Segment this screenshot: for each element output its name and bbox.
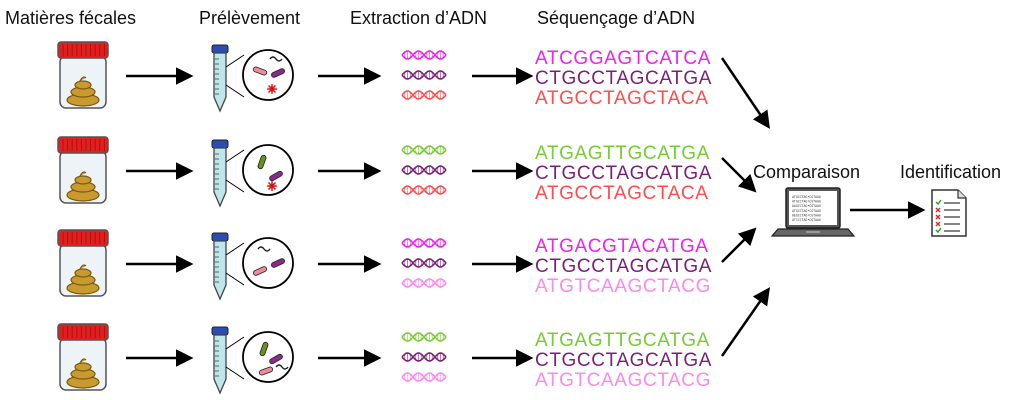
dna-helix-icon (401, 185, 447, 195)
dna-helix-icon (401, 238, 447, 248)
dna-sequence-text: CTGCCTAGCATGA (535, 350, 712, 371)
screen-sequence-line: ATGCCTAG•CGTAAG (792, 195, 821, 199)
dna-helix-icon (401, 50, 447, 60)
magnified-microbes-circle (242, 49, 294, 101)
header-sequencing: Séquençage d’ADN (537, 8, 695, 28)
identification-label: Identification (900, 162, 1001, 182)
magnified-microbes-circle (242, 237, 294, 289)
dna-sequence-text: ATGAGTTGCATGA (535, 143, 710, 164)
comparison-label: Comparaison (753, 162, 860, 182)
header-extraction: Extraction d’ADN (350, 8, 487, 28)
dna-sequence-text: ATGTCAAGCTACG (535, 370, 711, 391)
sampling-tube-icon (211, 44, 294, 113)
arrow-row1-to-comparison (720, 57, 770, 129)
dna-helix-icon (401, 352, 447, 362)
dna-helix-icon (401, 258, 447, 268)
dna-sequence-text: ATGAGTTGCATGA (535, 330, 710, 351)
dna-helix-icon (401, 165, 447, 175)
stool-jar-icon (57, 323, 109, 391)
sampling-tube-icon (211, 326, 294, 395)
stool-jar-icon (57, 136, 109, 204)
dna-sequence-text: CTGCCTAGCATGA (535, 68, 712, 89)
sampling-tube-icon (211, 139, 294, 208)
arrow-row2-to-comparison (721, 157, 757, 193)
stool-jar-icon (57, 229, 109, 297)
screen-sequence-line: ATGCCTAG•CGTAAG (792, 209, 821, 213)
dna-sequence-text: ATGACGTACATGA (535, 236, 709, 257)
dna-helix-icon (401, 70, 447, 80)
screen-sequence-line: AEGCCTAG•CGTAAG (792, 213, 821, 217)
header-sampling: Prélèvement (199, 8, 300, 28)
header-feces: Matières fécales (5, 8, 136, 28)
magnified-microbes-circle (242, 144, 294, 196)
screen-sequence-line: ATGCCTAG•CGTAAG (792, 200, 821, 204)
report-document-icon (931, 189, 967, 237)
arrow-row3-to-comparison (721, 227, 757, 263)
dna-sequence-text: CTGCCTAGCATGA (535, 163, 712, 184)
arrow-row4-to-comparison (720, 287, 771, 357)
screen-sequence-line: AAGCCTAG•CGTAAG (792, 204, 821, 208)
sampling-tube-icon (211, 232, 294, 301)
stool-jar-icon (57, 41, 109, 109)
magnified-microbes-circle (242, 331, 294, 383)
dna-helix-icon (401, 332, 447, 342)
dna-sequence-text: ATGTCAAGCTACG (535, 276, 711, 297)
dna-helix-icon (401, 372, 447, 382)
dna-helix-icon (401, 145, 447, 155)
dna-sequence-text: ATCGGAGTCATCA (535, 48, 711, 69)
sample-rows: ATCGGAGTCATCACTGCCTAGCATGAATGCCTAGCTACAA… (57, 41, 712, 395)
dna-sequence-text: ATGCCTAGCTACA (535, 88, 709, 109)
laptop-icon: ATGCCTAG•CGTAAGATGCCTAG•CGTAAGAAGCCTAG•C… (770, 187, 856, 237)
dna-sequence-text: ATGCCTAGCTACA (535, 183, 709, 204)
dna-helix-icon (401, 90, 447, 100)
dna-helix-icon (401, 278, 447, 288)
screen-sequence-line: ATCCCTAG•CGTAAG (792, 218, 821, 222)
dna-sequence-text: CTGCCTAGCATGA (535, 256, 712, 277)
